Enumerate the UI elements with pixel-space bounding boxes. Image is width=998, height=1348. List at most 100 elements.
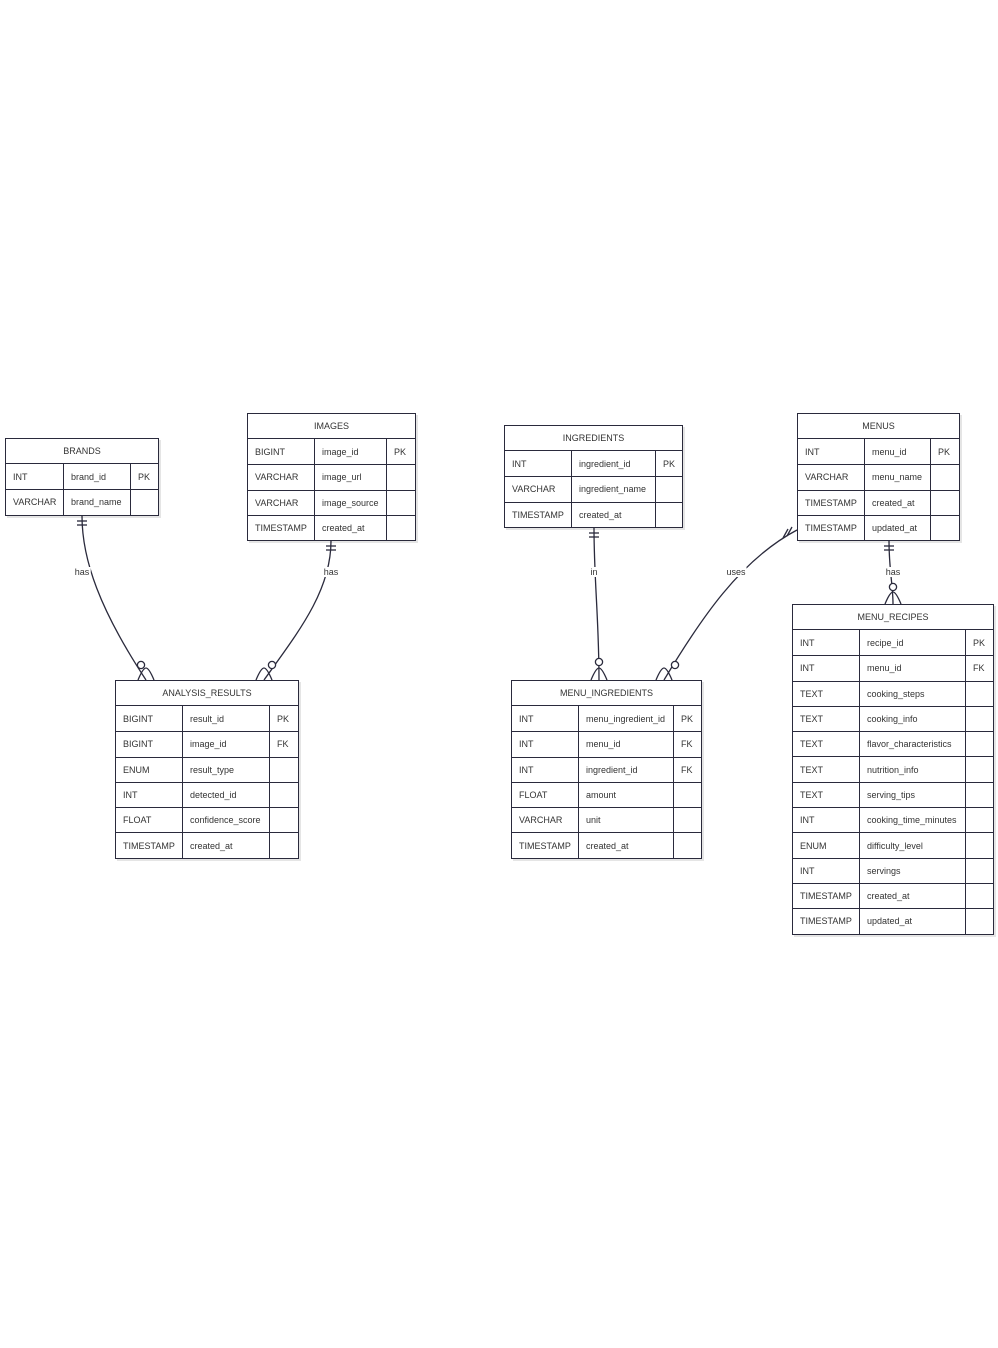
attribute-name: image_id xyxy=(183,732,270,757)
attribute-key xyxy=(966,783,993,807)
attribute-name: recipe_id xyxy=(860,630,966,656)
attribute-type: FLOAT xyxy=(116,808,183,833)
attribute-type: TIMESTAMP xyxy=(798,490,865,515)
attribute-key xyxy=(387,491,415,515)
attribute-key: PK xyxy=(663,458,676,469)
attribute-key: FK xyxy=(681,739,693,750)
attribute-type: INT xyxy=(793,808,860,833)
relationship-label: has xyxy=(322,567,340,577)
attribute-key xyxy=(966,859,993,883)
attribute-name: menu_id xyxy=(860,656,966,681)
zero-or-many-cardinality-marker xyxy=(655,660,680,681)
zero-or-many-cardinality-marker xyxy=(590,657,608,681)
attribute-name: created_at xyxy=(183,833,270,858)
attribute-key xyxy=(387,465,415,489)
attribute-name: updated_at xyxy=(865,515,931,541)
attribute-key xyxy=(674,808,701,832)
attribute-name: result_id xyxy=(183,706,270,732)
attribute-name: serving_tips xyxy=(860,782,966,808)
attribute-type: TIMESTAMP xyxy=(512,833,579,858)
attribute-name: ingredient_id xyxy=(579,757,674,782)
relationship-line xyxy=(593,527,600,681)
attribute-key xyxy=(966,757,993,781)
attribute-type: INT xyxy=(798,439,865,465)
attribute-key: PK xyxy=(973,637,986,648)
relationship-line xyxy=(663,529,798,681)
attribute-name: cooking_steps xyxy=(860,681,966,706)
one-cardinality-marker xyxy=(884,545,894,551)
attribute-name: ingredient_id xyxy=(572,451,656,477)
attribute-type: TEXT xyxy=(793,732,860,757)
attribute-type: TIMESTAMP xyxy=(798,515,865,541)
attribute-key xyxy=(966,909,993,933)
attribute-type: BIGINT xyxy=(116,732,183,757)
relationship-label: uses xyxy=(725,567,747,577)
attribute-type: VARCHAR xyxy=(248,465,315,490)
relationship-line xyxy=(263,540,332,681)
attribute-key xyxy=(674,783,701,807)
attribute-type: ENUM xyxy=(116,757,183,782)
attribute-type: VARCHAR xyxy=(512,808,579,833)
attribute-key xyxy=(931,465,959,489)
attribute-type: TEXT xyxy=(793,681,860,706)
one-cardinality-marker xyxy=(782,526,793,539)
attribute-type: INT xyxy=(793,630,860,656)
attribute-name: unit xyxy=(579,808,674,833)
attribute-key: PK xyxy=(681,713,694,724)
attribute-type: TIMESTAMP xyxy=(116,833,183,858)
attribute-key: PK xyxy=(394,446,407,457)
attribute-type: VARCHAR xyxy=(248,490,315,515)
attribute-name: cooking_time_minutes xyxy=(860,808,966,833)
attribute-key xyxy=(656,477,682,501)
relationship-menus-menu-ingredients xyxy=(655,526,798,681)
attribute-type: INT xyxy=(512,732,579,757)
attribute-name: servings xyxy=(860,858,966,883)
attribute-name: detected_id xyxy=(183,782,270,808)
one-cardinality-marker xyxy=(77,520,87,526)
one-cardinality-marker xyxy=(589,532,599,538)
attribute-key: FK xyxy=(277,739,289,750)
attribute-type: FLOAT xyxy=(512,782,579,808)
attribute-name: menu_id xyxy=(579,732,674,757)
attribute-type: INT xyxy=(116,782,183,808)
attribute-name: created_at xyxy=(315,515,387,541)
attribute-type: INT xyxy=(793,656,860,681)
attribute-key xyxy=(966,732,993,756)
attribute-key xyxy=(270,758,298,782)
attribute-name: flavor_characteristics xyxy=(860,732,966,757)
relationship-ingredients-menu-ingredients xyxy=(589,527,608,681)
attribute-type: TEXT xyxy=(793,782,860,808)
